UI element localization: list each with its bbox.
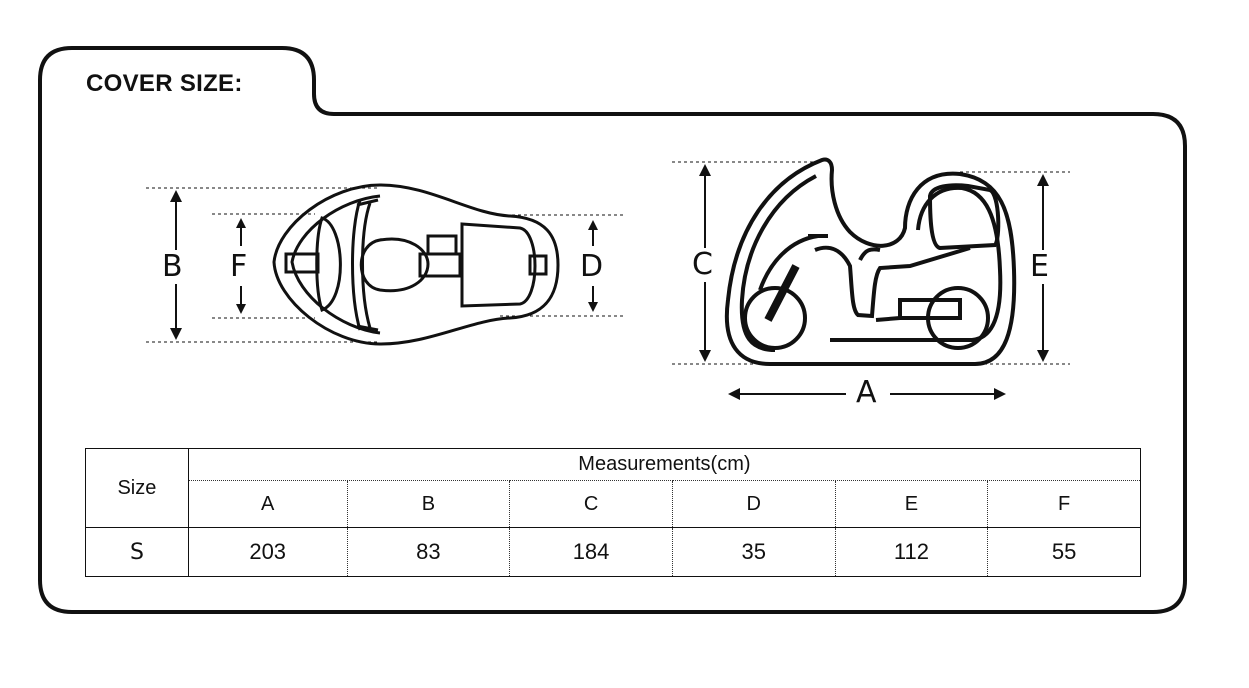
measurements-header: Measurements(cm) (188, 448, 1142, 481)
top-view-diagram (146, 183, 624, 346)
value-a: 203 (187, 527, 348, 577)
table-column-row: A B C D E F (86, 480, 1141, 528)
dimension-label-b: B (162, 249, 183, 284)
measurements-table: Size Measurements(cm) A B C D E F S 203 … (85, 448, 1142, 577)
column-header-d: D (671, 480, 836, 528)
motorcycle-diagrams (146, 157, 1070, 400)
column-header-e: E (834, 480, 988, 528)
dimension-label-d: D (580, 249, 604, 284)
size-header: Size (85, 448, 189, 528)
column-header-f: F (987, 480, 1141, 528)
column-header-c: C (509, 480, 673, 528)
dimension-label-f: F (230, 249, 248, 284)
size-value: S (85, 527, 189, 577)
dimension-label-a: A (856, 375, 877, 410)
dimension-label-c: C (692, 247, 713, 282)
value-e: 112 (834, 527, 988, 577)
value-c: 184 (509, 527, 673, 577)
column-header-a: A (187, 480, 348, 528)
table-header-row: Size Measurements(cm) (85, 448, 1142, 528)
value-d: 35 (671, 527, 836, 577)
table-row: S 203 83 184 35 112 55 (85, 527, 1141, 577)
page-title: COVER SIZE: (86, 70, 243, 97)
column-header-b: B (346, 480, 510, 528)
side-view-diagram (672, 157, 1070, 400)
value-f: 55 (987, 527, 1141, 577)
value-b: 83 (346, 527, 510, 577)
dimension-label-e: E (1030, 249, 1049, 284)
